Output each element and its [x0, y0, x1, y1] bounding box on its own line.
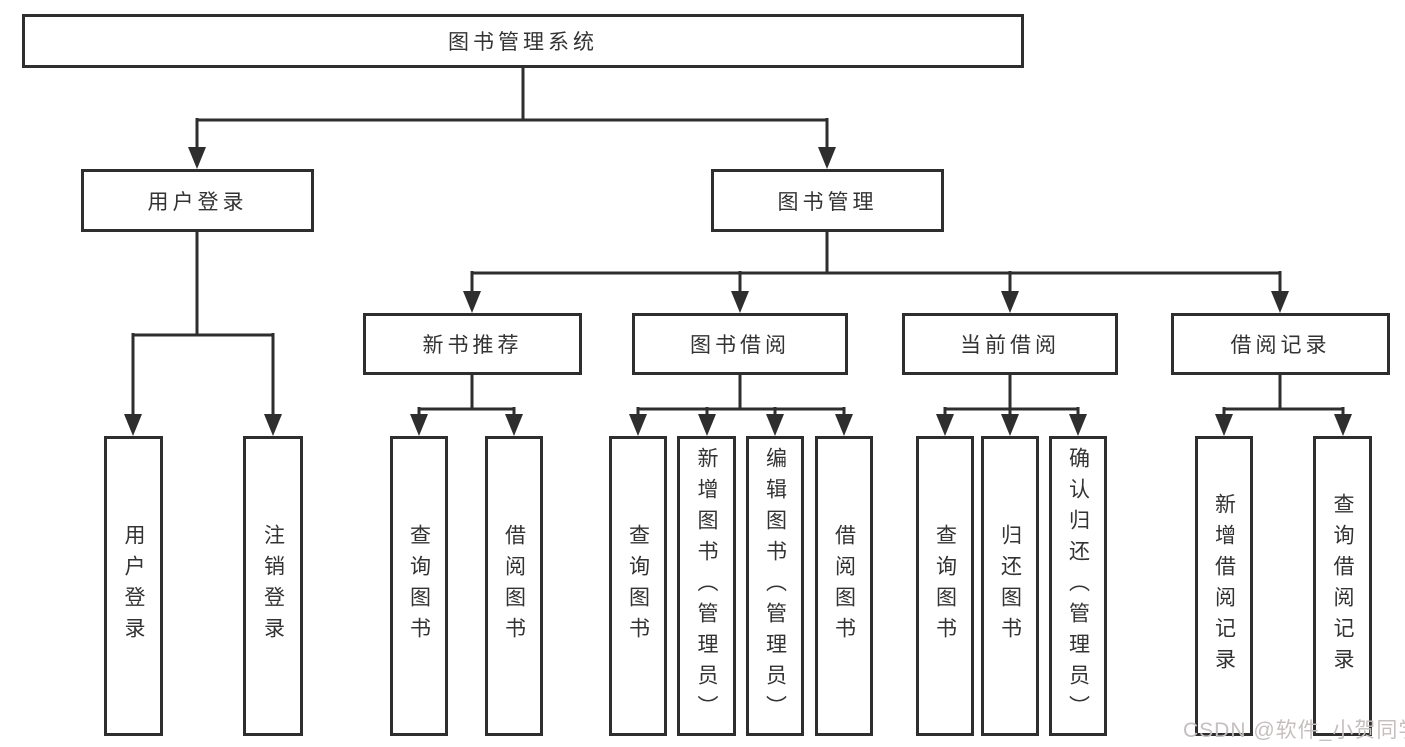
leaf-query-books-borrowing: 查询图书: [609, 436, 667, 736]
leaf-label: 查询图书: [407, 524, 431, 648]
node-current-borrowing: 当前借阅: [902, 313, 1118, 375]
leaf-label: 借阅图书: [502, 524, 526, 648]
leaf-label: 借阅图书: [832, 524, 856, 648]
node-label: 图书借阅: [690, 334, 790, 357]
node-borrow-records: 借阅记录: [1171, 313, 1390, 375]
leaf-logout: 注销登录: [243, 436, 303, 736]
leaf-label: 编辑图书（管理员）: [763, 446, 787, 726]
leaf-label: 归还图书: [998, 524, 1022, 648]
leaf-user-login: 用户登录: [104, 436, 163, 736]
leaf-label: 查询图书: [933, 524, 957, 648]
node-label: 图书管理系统: [448, 31, 598, 54]
leaf-add-borrow-record: 新增借阅记录: [1195, 436, 1253, 736]
leaf-add-books-admin: 新增图书（管理员）: [677, 436, 736, 736]
leaf-label: 确认归还（管理员）: [1066, 446, 1090, 726]
leaf-query-borrow-record: 查询借阅记录: [1313, 436, 1372, 736]
leaf-label: 新增图书（管理员）: [695, 446, 718, 726]
leaf-edit-books-admin: 编辑图书（管理员）: [746, 436, 804, 736]
node-label: 当前借阅: [960, 334, 1060, 357]
leaf-borrow-books-recommend: 借阅图书: [485, 436, 543, 736]
node-user-login: 用户登录: [81, 169, 314, 232]
node-new-book-recommend: 新书推荐: [363, 313, 582, 375]
leaf-label: 新增借阅记录: [1212, 493, 1236, 679]
leaf-label: 查询图书: [626, 524, 650, 648]
node-label: 用户登录: [147, 190, 248, 214]
leaf-confirm-return-admin: 确认归还（管理员）: [1049, 436, 1107, 736]
node-label: 借阅记录: [1230, 334, 1331, 357]
leaf-label: 注销登录: [261, 524, 285, 648]
leaf-return-books: 归还图书: [981, 436, 1039, 736]
leaf-borrow-books: 借阅图书: [815, 436, 873, 736]
node-book-borrowing: 图书借阅: [632, 313, 848, 375]
csdn-watermark: CSDN @软件_小贺同学: [1183, 719, 1405, 742]
node-library-management-system: 图书管理系统: [22, 14, 1024, 68]
arrowhead-icons: [124, 147, 1352, 436]
leaf-query-books-current: 查询图书: [916, 436, 974, 736]
leaf-query-books-recommend: 查询图书: [390, 436, 448, 736]
node-label: 新书推荐: [422, 334, 523, 357]
node-book-management: 图书管理: [711, 169, 944, 232]
leaf-label: 用户登录: [122, 524, 145, 648]
node-label: 图书管理: [777, 190, 878, 214]
leaf-label: 查询借阅记录: [1331, 493, 1354, 679]
